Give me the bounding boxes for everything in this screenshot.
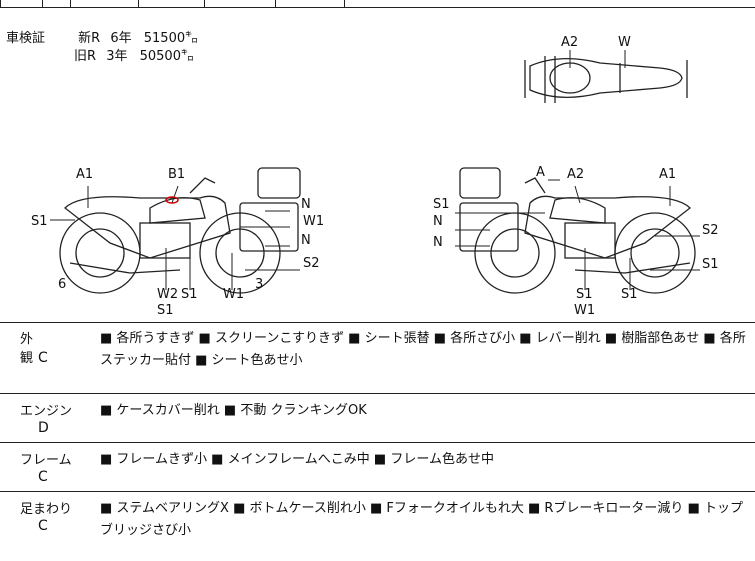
diagram-label: N — [433, 214, 443, 229]
diagram-label: A2 — [567, 167, 584, 182]
condition-name: フレーム — [20, 453, 72, 468]
diagram-label: W1 — [574, 303, 595, 318]
condition-row-engine: エンジン D ■ ケースカバー削れ ■ 不動 クランキングOK — [0, 394, 755, 443]
diagram-label: A2 — [561, 35, 578, 50]
diagram-label: S2 — [303, 256, 320, 271]
diagram-label: S1 — [433, 197, 450, 212]
odometer-info: 車検証 新R 6年 51500㌔ 旧R 3年 50500㌔ — [6, 30, 198, 66]
diagram-label: S1 — [157, 303, 174, 318]
diagram-label: A1 — [659, 167, 676, 182]
diagram-label: W1 — [223, 287, 244, 302]
header-table-edge — [0, 0, 755, 8]
diagram-label: S1 — [31, 214, 48, 229]
condition-grade: D — [38, 420, 49, 436]
condition-grade: C — [38, 469, 48, 485]
odometer-years: 6年 — [110, 31, 132, 46]
odometer-years: 3年 — [106, 49, 128, 64]
diagram-label: W2 — [157, 287, 178, 302]
diagram-label: A1 — [76, 167, 93, 182]
diagram-label: S2 — [702, 223, 719, 238]
odometer-label: 車検証 — [6, 31, 46, 46]
diagram-label: S1 — [576, 287, 593, 302]
condition-grade: C — [38, 518, 48, 534]
diagram-label: N — [433, 235, 443, 250]
condition-grade: C — [38, 350, 48, 366]
diagram-label: 6 — [58, 277, 66, 292]
odometer-mileage: 51500㌔ — [143, 31, 199, 46]
condition-row-suspension: 足まわり C ■ ステムベアリングX ■ ボトムケース削れ小 ■ Fフォークオイ… — [0, 492, 755, 561]
top-view-bike — [524, 56, 688, 103]
condition-name: エンジン — [20, 404, 73, 419]
damage-mark-icon — [165, 196, 179, 204]
condition-notes: ■ ケースカバー削れ ■ 不動 クランキングOK — [100, 403, 367, 418]
condition-name: 外 観 — [20, 332, 44, 366]
condition-notes: ■ ステムベアリングX ■ ボトムケース削れ小 ■ Fフォークオイルもれ大 ■ … — [100, 501, 743, 538]
condition-row-frame: フレーム C ■ フレームきず小 ■ メインフレームへこみ中 ■ フレーム色あせ… — [0, 443, 755, 492]
odometer-type: 旧R — [74, 49, 97, 64]
diagram-label: B1 — [168, 167, 185, 182]
diagram-label: N — [301, 233, 311, 248]
odometer-mileage: 50500㌔ — [139, 49, 194, 64]
odometer-type: 新R — [78, 31, 101, 46]
motorcycle-diagram: A2 W A1 B1 S1 N W1 N S2 W2 S1 S1 W1 3 6 … — [31, 35, 719, 318]
condition-name: 足まわり — [20, 502, 73, 517]
diagram-label: S1 — [181, 287, 198, 302]
diagram-label: N — [301, 197, 311, 212]
diagram-label: S1 — [702, 257, 719, 272]
damage-diagram-panel: 車検証 新R 6年 51500㌔ 旧R 3年 50500㌔ — [0, 8, 755, 323]
left-side-bike — [59, 167, 301, 294]
condition-notes: ■ 各所うすきず ■ スクリーンこすりきず ■ シート張替 ■ 各所さび小 ■ … — [100, 331, 746, 368]
diagram-label: 3 — [255, 277, 263, 292]
condition-row-exterior: 外 観 C ■ 各所うすきず ■ スクリーンこすりきず ■ シート張替 ■ 各所… — [0, 322, 755, 394]
diagram-label: W — [618, 35, 631, 50]
diagram-label: A — [536, 165, 545, 180]
diagram-label: S1 — [621, 287, 638, 302]
right-side-bike — [459, 167, 696, 294]
condition-notes: ■ フレームきず小 ■ メインフレームへこみ中 ■ フレーム色あせ中 — [100, 452, 494, 467]
diagram-label: W1 — [303, 214, 324, 229]
